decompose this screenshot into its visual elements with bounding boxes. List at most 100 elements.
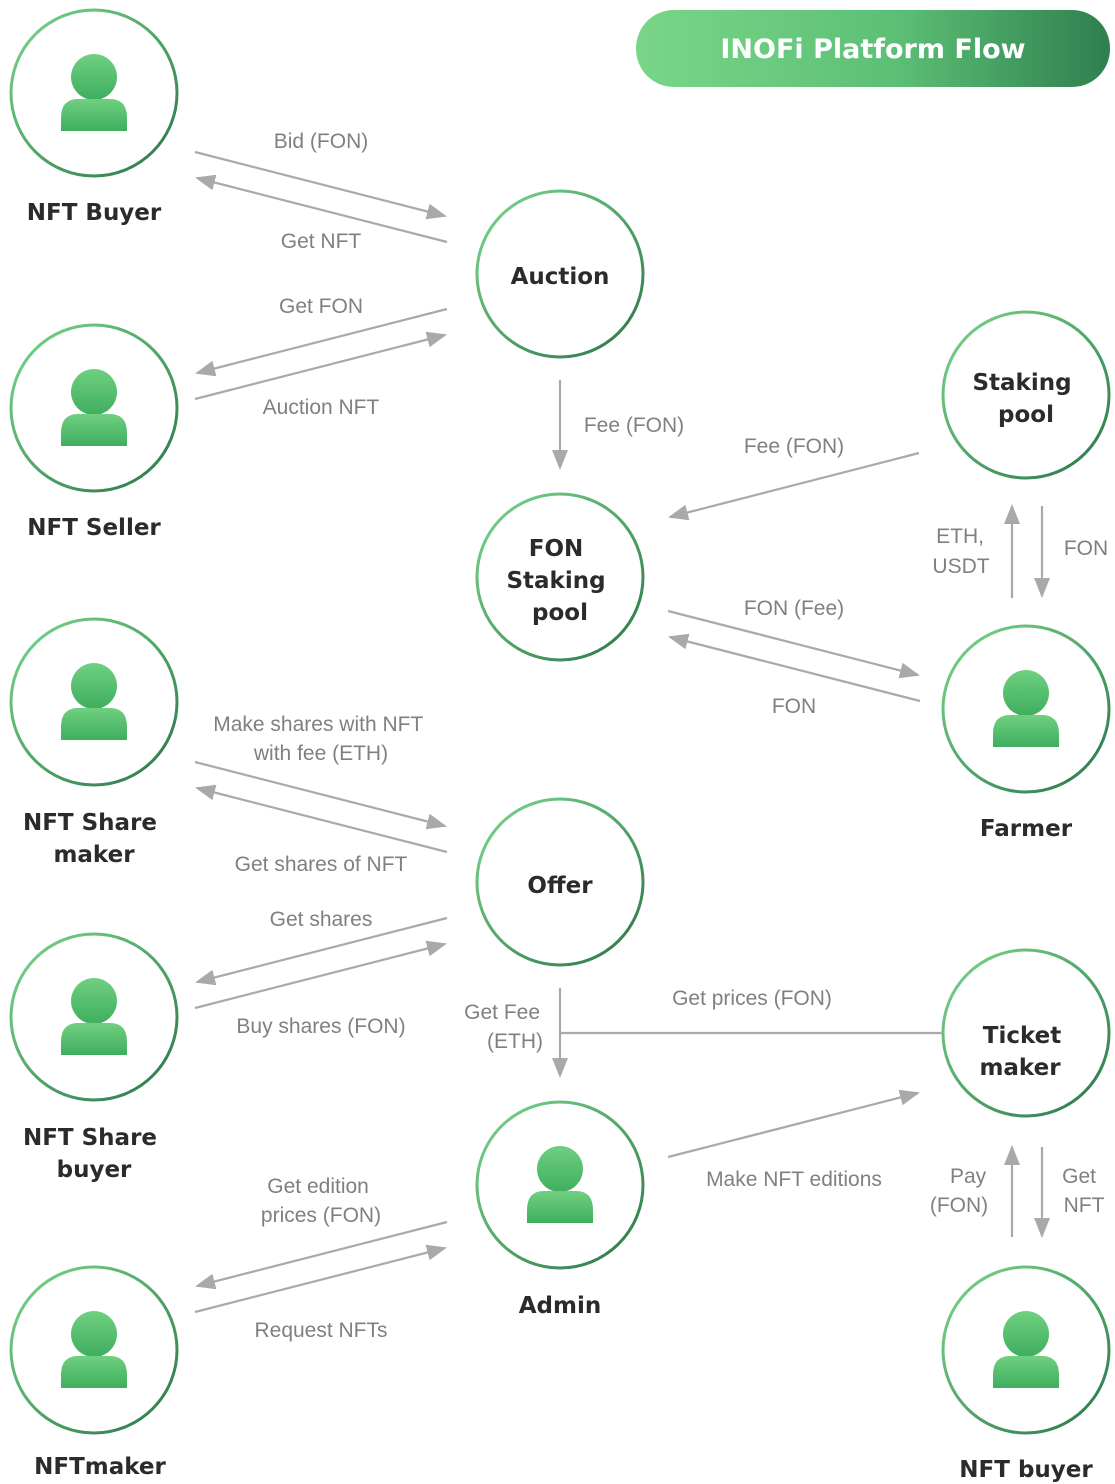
person-icon [61,1311,127,1388]
flow-label-pay-fon: Pay (FON) [930,1165,992,1217]
flow-label-line: FON (Fee) [744,597,844,620]
arrow-fee-fon-pool [668,451,920,521]
actor-admin: Admin [475,1100,645,1319]
node-auction: Auction [475,189,645,359]
flow-label-line: Get Fee [464,1001,540,1024]
actor-label: NFTmaker [34,1454,166,1480]
actor-nft-seller: NFT Seller [9,323,179,541]
flow-label-fee-fon-down: Fee (FON) [584,414,684,437]
node-label-line: pool [532,600,588,626]
actor-label-line: NFT Share [23,1125,157,1151]
arrow-buy-shares [194,940,447,1010]
arrow-get-shares-of-nft [195,784,448,854]
flow-label-get-nft: Get NFT [281,230,362,253]
flow-label-line: USDT [932,555,989,578]
node-label-line: pool [998,402,1054,428]
node-label-line: FON [529,536,584,562]
flow-label-line: Request NFTs [254,1319,387,1342]
flow-label-get-edition-prices: Get edition prices (FON) [261,1175,381,1227]
page-title: INOFi Platform Flow [720,34,1025,65]
arrow-get-shares [195,916,448,986]
person-icon [993,670,1059,747]
arrow-make-shares [194,760,447,830]
actor-nft-share-buyer: NFT Share buyer [9,932,179,1183]
node-label-line: Ticket [983,1023,1061,1049]
node-fon-staking-pool: FON Staking pool [475,492,645,662]
title-banner: INOFi Platform Flow [636,10,1110,87]
actor-label: Farmer [980,816,1073,842]
flow-label-line: Get shares [270,908,373,931]
node-staking-pool: Staking pool [941,310,1111,480]
flow-label-make-nft-editions: Make NFT editions [706,1168,882,1191]
node-label: Auction [511,264,610,290]
flow-label-line: Auction NFT [263,396,380,419]
actor-label-line: buyer [57,1157,132,1183]
flow-label-eth-usdt: ETH, USDT [932,525,989,578]
flow-label-line: Make NFT editions [706,1168,882,1191]
arrow-request-nfts [194,1244,447,1314]
flow-label-line: Buy shares (FON) [236,1015,405,1038]
person-icon [61,369,127,446]
flow-label-line: Get prices (FON) [672,987,832,1010]
flow-label-line: Pay [950,1165,987,1188]
flow-label-line: Bid (FON) [274,130,369,153]
flow-label-line: with fee (ETH) [253,742,388,765]
flow-label-line: Get [1062,1165,1096,1188]
arrow-get-edition-prices [195,1220,448,1290]
node-label: Ticket maker [979,1023,1069,1081]
flow-label-get-prices: Get prices (FON) [672,987,832,1010]
flow-label-line: Make shares with NFT [213,713,423,736]
arrow-get-fon [195,307,448,377]
arrow-fon-fee [667,609,920,679]
flow-label-line: Fee (FON) [744,435,844,458]
flow-label-auction-nft: Auction NFT [263,396,380,419]
flow-label-buy-shares: Buy shares (FON) [236,1015,405,1038]
flow-label-line: (ETH) [487,1030,543,1053]
arrow-make-nft-editions [667,1089,920,1159]
actor-label-line: NFT Share [23,810,157,836]
flow-label-line: Get shares of NFT [235,853,408,876]
actor-label: NFT Share buyer [23,1125,165,1183]
flow-label-request-nfts: Request NFTs [254,1319,387,1342]
person-icon [61,978,127,1055]
flow-label-fon-back: FON [772,695,816,718]
person-icon [993,1311,1059,1388]
node-label-line: Auction [511,264,610,290]
node-label: Offer [527,873,593,899]
node-label-line: Staking [972,370,1071,396]
flow-label-line: ETH, [936,525,984,548]
person-icon [61,663,127,740]
actor-label: NFT Buyer [27,200,162,226]
flow-label-get-shares: Get shares [270,908,373,931]
flow-label-line: (FON) [930,1194,988,1217]
node-ticket-maker: Ticket maker [941,948,1111,1118]
actor-nftmaker: NFTmaker [9,1265,179,1480]
actor-nft-buyer: NFT Buyer [9,8,179,226]
flow-label-get-nft-right: Get NFT [1062,1165,1104,1217]
flow-label-fon-fee: FON (Fee) [744,597,844,620]
arrow-auction-nft [194,331,447,401]
arrow-fon-back [668,633,921,703]
flow-label-get-fee-eth: Get Fee (ETH) [464,1001,546,1053]
flow-label-get-shares-of-nft: Get shares of NFT [235,853,408,876]
person-icon [61,54,127,131]
flow-label-line: NFT [1064,1194,1105,1217]
actor-label: NFT Share maker [23,810,165,868]
node-label-line: maker [979,1055,1061,1081]
arrow-get-nft [195,174,448,244]
flow-label-get-fon: Get FON [279,295,363,318]
flow-label-line: Get FON [279,295,363,318]
actor-label: NFT Seller [27,515,161,541]
node-label: Staking pool [972,370,1079,428]
node-offer: Offer [475,797,645,967]
node-label-line: Staking [506,568,605,594]
flow-label-make-shares: Make shares with NFT with fee (ETH) [213,713,429,765]
flow-label-line: Get NFT [281,230,362,253]
flow-label-fee-fon-pool: Fee (FON) [744,435,844,458]
actor-farmer: Farmer [941,624,1111,842]
actor-nft-share-maker: NFT Share maker [9,617,179,868]
flow-label-fon-down: FON [1064,537,1108,560]
flow-label-bid-fon: Bid (FON) [274,130,369,153]
actor-label: Admin [519,1293,602,1319]
